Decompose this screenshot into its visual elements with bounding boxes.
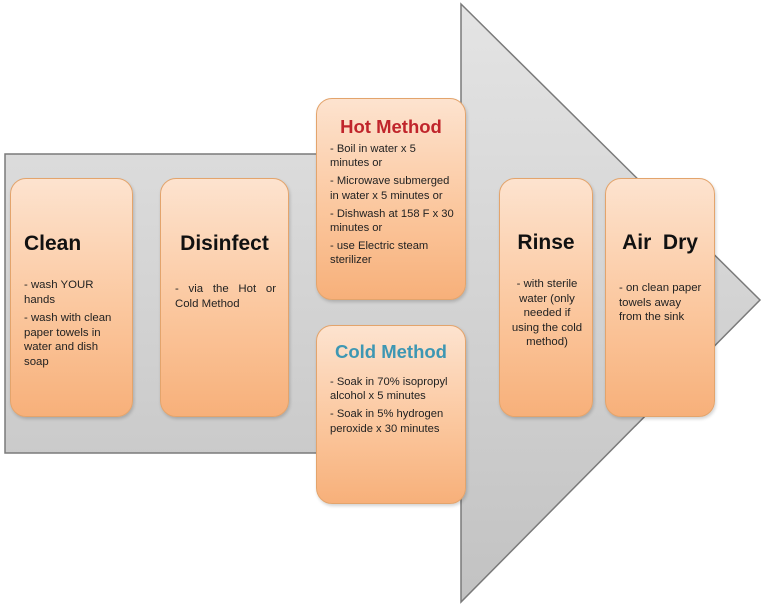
clean-step-box: Clean - wash YOUR hands - wash with clea… [10,178,133,417]
clean-description: - wash YOUR hands - wash with clean pape… [24,278,124,374]
cold-method-box: Cold Method - Soak in 70% isopropyl alco… [316,325,466,504]
hot-method-steps: - Boil in water x 5 minutes or - Microwa… [330,142,457,272]
hot-method-box: Hot Method - Boil in water x 5 minutes o… [316,98,466,300]
hot-method-line-1: - Boil in water x 5 minutes or [330,143,416,170]
hot-method-line-4: - use Electric steam sterilizer [330,240,429,267]
rinse-step-box: Rinse - with sterile water (only needed … [499,178,593,417]
clean-title: Clean [24,232,82,255]
disinfect-title: Disinfect [180,232,269,255]
air-dry-step-box: Air Dry - on clean paper towels away fro… [605,178,715,417]
cold-method-line-2: - Soak in 5% hydrogen peroxide x 30 minu… [330,408,444,435]
air-dry-description: - on clean paper towels away from the si… [619,282,702,324]
clean-line-1: - wash YOUR hands [24,279,94,306]
cold-method-line-1: - Soak in 70% isopropyl alcohol x 5 minu… [330,376,448,403]
disinfect-step-box: Disinfect - via the Hot or Cold Method [160,178,289,417]
disinfect-description: - via the Hot or Cold Method [175,282,276,315]
cold-method-steps: - Soak in 70% isopropyl alcohol x 5 minu… [330,375,457,440]
hot-method-title: Hot Method [340,116,442,137]
rinse-description: - with sterile water (only needed if usi… [511,278,583,349]
hot-method-line-3: - Dishwash at 158 F x 30 minutes or [330,207,454,235]
clean-line-2: - wash with clean paper towels in water … [24,312,112,368]
cold-method-title: Cold Method [334,341,447,362]
rinse-title: Rinse [517,231,575,254]
disinfect-line-1: - via the Hot or Cold Method [175,283,276,310]
hot-method-line-2: - Microwave submerged in water x 5 minut… [330,175,450,202]
air-dry-title: Air Dry [622,231,698,254]
